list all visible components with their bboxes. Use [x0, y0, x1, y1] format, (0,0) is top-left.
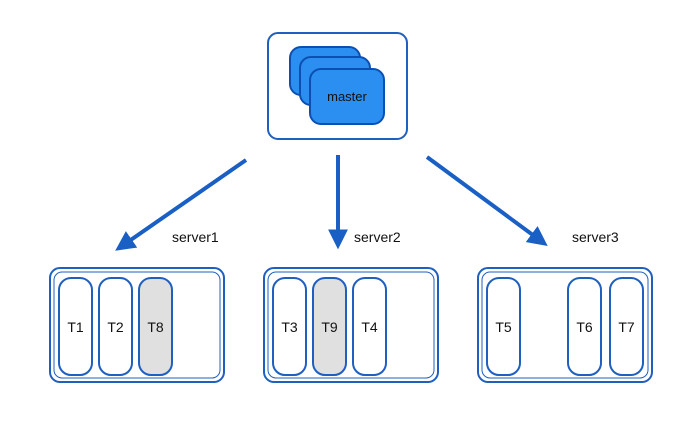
arrow-to-server3 — [425, 155, 548, 246]
tablet-t4 — [352, 277, 387, 376]
tablet-t1 — [58, 277, 93, 376]
master-stack-layer-front — [309, 68, 385, 125]
tablet-label: T9 — [321, 319, 338, 335]
arrows — [115, 155, 548, 251]
server-node-3: T5 T6 T7 — [477, 267, 653, 383]
tablet-t6 — [567, 277, 602, 376]
tablet-label: T6 — [576, 319, 593, 335]
server-node-2: T3 T9 T4 — [263, 267, 439, 383]
tablet-label: T8 — [147, 319, 164, 335]
server-box-inner — [53, 271, 221, 379]
master-label: master — [327, 89, 367, 104]
server-label-2: server2 — [354, 229, 401, 245]
master-node: master — [267, 32, 408, 140]
server-label-3: server3 — [572, 229, 619, 245]
tablet-label: T7 — [618, 319, 635, 335]
tablet-t5 — [486, 277, 521, 376]
server-label-1: server1 — [172, 229, 219, 245]
tablet-label: T3 — [281, 319, 298, 335]
server-box-inner — [481, 271, 649, 379]
server-node-1: T1 T2 T8 — [49, 267, 225, 383]
tablet-t2 — [98, 277, 133, 376]
tablet-t7 — [609, 277, 644, 376]
tablet-t3 — [272, 277, 307, 376]
tablet-label: T4 — [361, 319, 378, 335]
server-box — [477, 267, 653, 383]
tablet-label: T1 — [67, 319, 84, 335]
tablet-label: T5 — [495, 319, 512, 335]
server-box-inner — [267, 271, 435, 379]
tablet-t9 — [312, 277, 347, 376]
arrow-to-server1 — [115, 158, 248, 251]
server-box — [263, 267, 439, 383]
server-box — [49, 267, 225, 383]
tablet-t8 — [138, 277, 173, 376]
tablet-label: T2 — [107, 319, 124, 335]
